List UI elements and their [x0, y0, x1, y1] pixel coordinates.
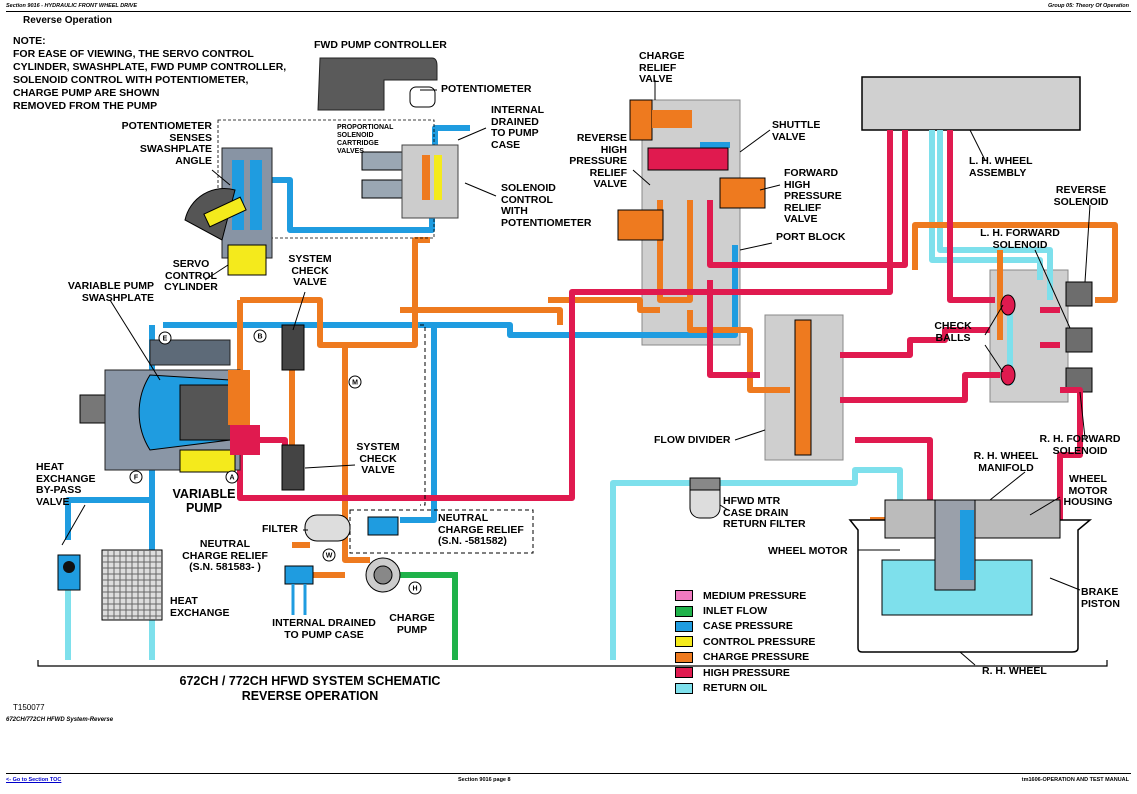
hfwd-return-filter-label: HFWD MTR CASE DRAIN RETURN FILTER — [723, 495, 806, 530]
port-e-label: E — [163, 336, 168, 343]
internal-drained-label: INTERNAL DRAINED TO PUMP CASE — [491, 104, 545, 151]
legend-swatch — [675, 667, 693, 679]
rh-wheel-manifold-label: R. H. WHEEL MANIFOLD — [973, 450, 1039, 474]
fwd-pump-controller-label: FWD PUMP CONTROLLER — [314, 39, 447, 51]
variable-pump-label: VARIABLE PUMP — [172, 487, 236, 515]
proportional-solenoid-valves-label: PROPORTIONAL SOLENOID CARTRIDGE VALVES — [337, 124, 394, 155]
header-rule — [6, 11, 1131, 12]
legend-swatch — [675, 682, 693, 694]
port-w-label: W — [326, 553, 333, 560]
neutral-charge-relief-old-label: NEUTRAL CHARGE RELIEF (S.N. -581582) — [438, 512, 524, 547]
port-h-label: H — [412, 586, 417, 593]
reverse-high-pressure-relief-label: REVERSE HIGH PRESSURE RELIEF VALVE — [569, 132, 627, 190]
potentiometer-senses-label: POTENTIOMETER SENSES SWASHPLATE ANGLE — [121, 120, 212, 167]
fwd-pump-controller-body — [317, 57, 438, 111]
flow-divider-label: FLOW DIVIDER — [654, 434, 731, 446]
variable-pump-swashplate-label: VARIABLE PUMP SWASHPLATE — [67, 280, 154, 304]
footer-manual: tm1606-OPERATION AND TEST MANUAL — [1021, 777, 1129, 783]
figure-title: 672CH/772CH HFWD System-Reverse — [6, 717, 114, 723]
legend-swatch — [675, 590, 693, 602]
heat-exchange-bypass-valve-label: HEAT EXCHANGE BY-PASS VALVE — [36, 461, 96, 508]
note-line: FOR EASE OF VIEWING, THE SERVO CONTROL — [13, 48, 254, 60]
internal-drained-to-pump-case-label: INTERNAL DRAINED TO PUMP CASE — [272, 617, 376, 641]
legend-item-inlet-flow: INLET FLOW — [675, 603, 815, 618]
reverse-solenoid-coil — [1065, 281, 1093, 307]
legend-item-charge-pressure: CHARGE PRESSURE — [675, 650, 815, 665]
legend-item-high-pressure: HIGH PRESSURE — [675, 665, 815, 680]
system-check-valve-bottom-label: SYSTEM CHECK VALVE — [356, 441, 400, 476]
forward-high-pressure-relief-label: FORWARD HIGH PRESSURE RELIEF VALVE — [784, 167, 842, 225]
note-line: CYLINDER, SWASHPLATE, FWD PUMP CONTROLLE… — [13, 61, 287, 73]
shuttle-valve-label: SHUTTLE VALVE — [772, 119, 821, 143]
note-line: REMOVED FROM THE PUMP — [13, 100, 158, 112]
note-line: CHARGE PUMP ARE SHOWN — [13, 87, 160, 99]
brake-piston-label: BRAKE PISTON — [1081, 586, 1120, 610]
legend-item-medium-pressure: MEDIUM PRESSURE — [675, 588, 815, 603]
schematic-caption: 672CH / 772CH HFWD SYSTEM SCHEMATIC REVE… — [179, 674, 441, 703]
lh-forward-solenoid-coil — [1065, 327, 1093, 353]
solenoid-control-label: SOLENOID CONTROL WITH POTENTIOMETER — [501, 182, 592, 229]
port-m-label: M — [352, 380, 358, 387]
legend-swatch — [675, 651, 693, 663]
legend-swatch — [675, 620, 693, 632]
legend-item-return-oil: RETURN OIL — [675, 680, 815, 695]
rh-forward-solenoid-label: R. H. FORWARD SOLENOID — [1039, 433, 1121, 457]
legend-item-control-pressure: CONTROL PRESSURE — [675, 634, 815, 649]
port-b-label: B — [257, 334, 262, 341]
legend-item-case-pressure: CASE PRESSURE — [675, 619, 815, 634]
port-a-label: A — [229, 475, 234, 482]
port-f-label: F — [134, 475, 139, 482]
neutral-charge-relief-new-label: NEUTRAL CHARGE RELIEF (S.N. 581583- ) — [182, 538, 268, 573]
legend-swatch — [675, 636, 693, 648]
section-title: Reverse Operation — [23, 15, 112, 26]
lh-forward-solenoid-label: L. H. FORWARD SOLENOID — [980, 227, 1060, 251]
go-to-section-toc-link[interactable]: <- Go to Section TOC — [6, 777, 62, 783]
check-balls-label: CHECK BALLS — [934, 320, 972, 344]
footer-page: Section 9016 page 8 — [458, 777, 511, 783]
note-title: NOTE: — [13, 35, 46, 47]
port-block-label: PORT BLOCK — [776, 231, 846, 243]
note-line: SOLENOID CONTROL WITH POTENTIOMETER, — [13, 74, 249, 86]
rh-wheel-label: R. H. WHEEL — [982, 665, 1047, 677]
system-check-valve-top-label: SYSTEM CHECK VALVE — [288, 253, 332, 288]
figure-number: T150077 — [13, 703, 45, 712]
charge-relief-valve-label: CHARGE RELIEF VALVE — [639, 50, 685, 85]
potentiometer-label: POTENTIOMETER — [441, 83, 532, 95]
lh-wheel-assembly-box — [861, 76, 1081, 131]
footer-rule — [6, 773, 1131, 774]
wheel-motor-housing-label: WHEEL MOTOR HOUSING — [1063, 473, 1113, 508]
header-left: Section 9016 - HYDRAULIC FRONT WHEEL DRI… — [6, 3, 137, 9]
wheel-motor-label: WHEEL MOTOR — [768, 545, 848, 557]
note-block: NOTE: FOR EASE OF VIEWING, THE SERVO CON… — [13, 35, 286, 113]
charge-pump-label: CHARGE PUMP — [389, 612, 435, 636]
legend-swatch — [675, 605, 693, 617]
header-right: Group 05: Theory Of Operation — [1048, 3, 1129, 9]
lh-wheel-assembly-label: L. H. WHEEL ASSEMBLY — [969, 155, 1033, 179]
servo-control-cylinder-label: SERVO CONTROL CYLINDER — [164, 258, 218, 293]
filter-label: FILTER — [262, 523, 298, 535]
heat-exchange-label: HEAT EXCHANGE — [170, 595, 230, 619]
pressure-legend: MEDIUM PRESSURE INLET FLOW CASE PRESSURE… — [675, 588, 815, 696]
reverse-solenoid-label: REVERSE SOLENOID — [1053, 184, 1109, 208]
